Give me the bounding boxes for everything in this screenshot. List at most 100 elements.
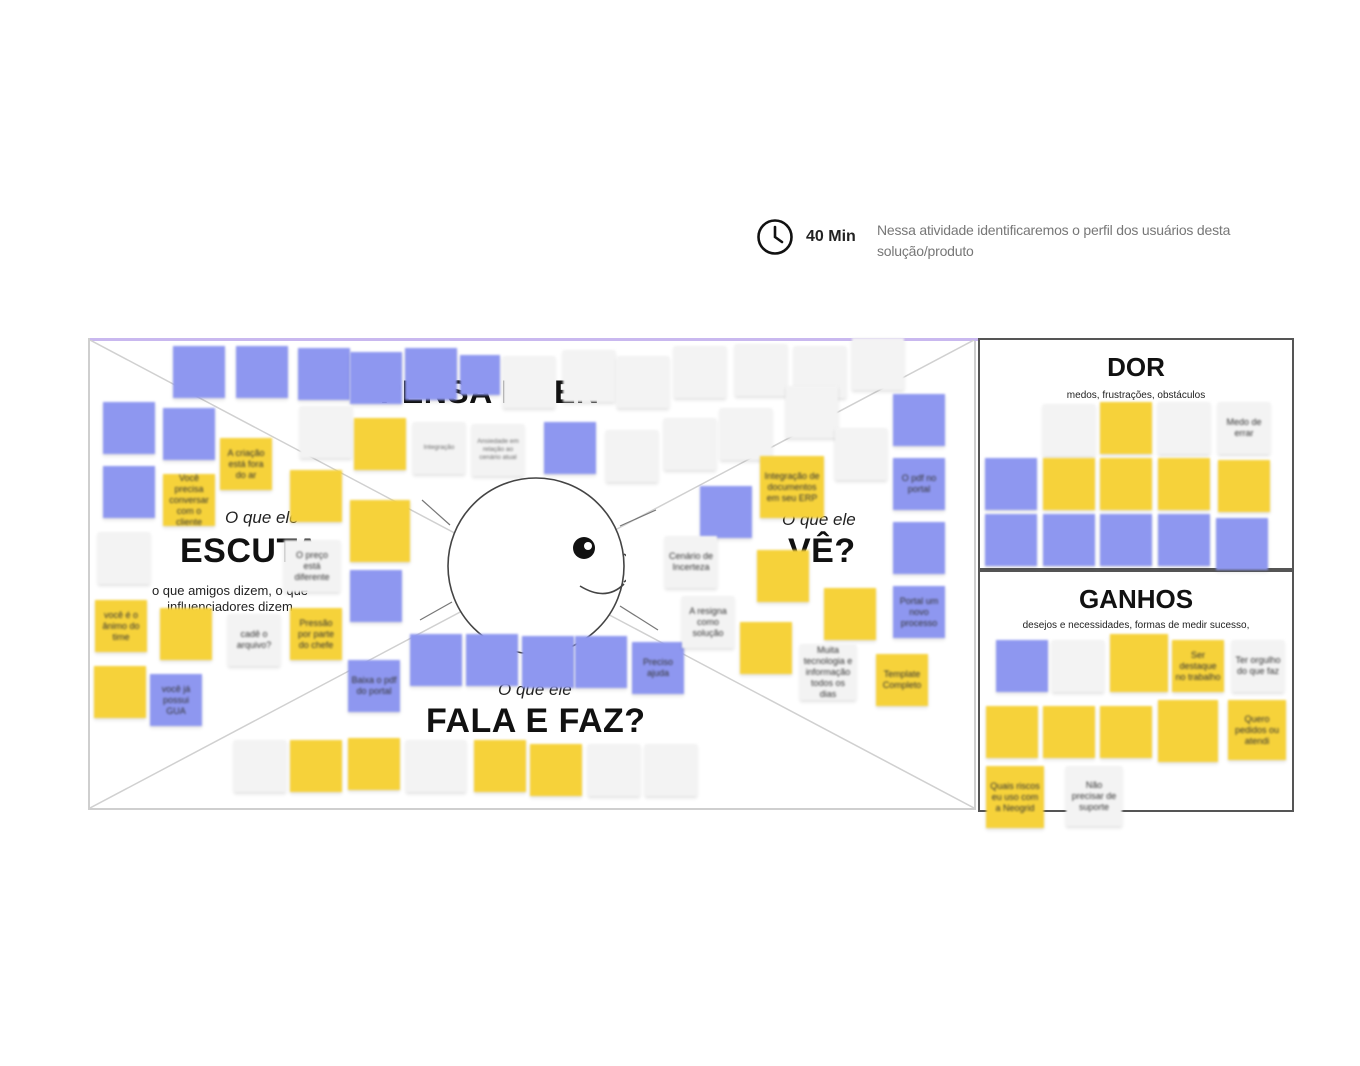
sticky-note[interactable] bbox=[893, 522, 945, 574]
sticky-note[interactable] bbox=[406, 740, 466, 792]
sticky-note[interactable] bbox=[163, 408, 215, 460]
sticky-note[interactable]: Preciso ajuda bbox=[632, 642, 684, 694]
sticky-note[interactable]: A resigna como solução bbox=[682, 596, 734, 648]
sticky-note[interactable] bbox=[530, 744, 582, 796]
sticky-note[interactable] bbox=[575, 636, 627, 688]
sticky-note[interactable] bbox=[1158, 700, 1218, 762]
sticky-note[interactable] bbox=[985, 514, 1037, 566]
note-text: você é o ânimo do time bbox=[102, 609, 140, 642]
sticky-note[interactable] bbox=[986, 706, 1038, 758]
sticky-note[interactable] bbox=[410, 634, 462, 686]
sticky-note[interactable]: Você precisa conversar com o cliente bbox=[163, 474, 215, 526]
sticky-note[interactable] bbox=[348, 738, 400, 790]
sticky-note[interactable] bbox=[350, 500, 410, 562]
sticky-note[interactable]: Portal um novo processo bbox=[893, 586, 945, 638]
sticky-note[interactable] bbox=[236, 346, 288, 398]
sticky-note[interactable] bbox=[606, 430, 658, 482]
sticky-note[interactable] bbox=[300, 406, 352, 458]
sticky-note[interactable]: Não precisar de suporte bbox=[1066, 766, 1122, 826]
sticky-note[interactable]: Integração de documentos em seu ERP bbox=[760, 456, 824, 518]
sticky-note[interactable] bbox=[700, 486, 752, 538]
sticky-note[interactable] bbox=[173, 346, 225, 398]
sticky-note[interactable] bbox=[1158, 402, 1210, 454]
sticky-note[interactable]: Quais riscos eu uso com a Neogrid bbox=[986, 766, 1044, 828]
sticky-note[interactable] bbox=[160, 608, 212, 660]
sticky-note[interactable] bbox=[1043, 514, 1095, 566]
sticky-note[interactable] bbox=[757, 550, 809, 602]
sticky-note[interactable] bbox=[563, 350, 615, 402]
sticky-note[interactable] bbox=[544, 422, 596, 474]
sticky-note[interactable] bbox=[298, 348, 350, 400]
persona-face-icon bbox=[447, 477, 626, 655]
sticky-note[interactable] bbox=[466, 634, 518, 686]
sticky-note[interactable] bbox=[1043, 706, 1095, 758]
sticky-note[interactable] bbox=[1100, 458, 1152, 510]
sticky-note[interactable] bbox=[234, 740, 286, 792]
note-text: cadê o arquivo? bbox=[236, 629, 272, 650]
sticky-note[interactable] bbox=[94, 666, 146, 718]
sticky-note[interactable] bbox=[503, 356, 555, 408]
sticky-note[interactable] bbox=[740, 622, 792, 674]
sticky-note[interactable]: Medo de errar bbox=[1218, 402, 1270, 454]
note-text: Não precisar de suporte bbox=[1071, 779, 1117, 812]
sticky-note[interactable]: Cenário de Incerteza bbox=[665, 536, 717, 588]
sticky-note[interactable] bbox=[1110, 634, 1168, 692]
sticky-note[interactable]: você já possui GUA bbox=[150, 674, 202, 726]
sticky-note[interactable]: Baixa o pdf do portal bbox=[348, 660, 400, 712]
sticky-note[interactable] bbox=[996, 640, 1048, 692]
sticky-note[interactable]: cadê o arquivo? bbox=[228, 614, 280, 666]
sticky-note[interactable] bbox=[1218, 460, 1270, 512]
sticky-note[interactable] bbox=[1043, 404, 1095, 456]
sticky-note[interactable] bbox=[522, 636, 574, 688]
sticky-note[interactable] bbox=[1216, 518, 1268, 570]
sticky-note[interactable]: Ter orgulho do que faz bbox=[1232, 640, 1284, 692]
sticky-note[interactable] bbox=[852, 338, 904, 390]
sticky-note[interactable] bbox=[1100, 402, 1152, 454]
note-text: Ter orgulho do que faz bbox=[1235, 655, 1281, 676]
sticky-note[interactable]: Muita tecnologia e informação todos os d… bbox=[800, 644, 856, 700]
sticky-note[interactable] bbox=[98, 532, 150, 584]
sticky-note[interactable] bbox=[460, 355, 500, 395]
sticky-note[interactable] bbox=[824, 588, 876, 640]
sticky-note[interactable] bbox=[350, 570, 402, 622]
sticky-note[interactable] bbox=[893, 394, 945, 446]
sticky-note[interactable] bbox=[103, 466, 155, 518]
sticky-note[interactable] bbox=[354, 418, 406, 470]
sticky-note[interactable]: você é o ânimo do time bbox=[95, 600, 147, 652]
sticky-note[interactable] bbox=[835, 428, 887, 480]
sticky-note[interactable] bbox=[645, 744, 697, 796]
sticky-note[interactable] bbox=[985, 458, 1037, 510]
sticky-note[interactable] bbox=[664, 418, 716, 470]
note-text: Quais riscos eu uso com a Neogrid bbox=[990, 780, 1040, 813]
sticky-note[interactable] bbox=[720, 408, 772, 460]
sticky-note[interactable] bbox=[350, 352, 402, 404]
note-text: Integração bbox=[423, 444, 455, 451]
sticky-note[interactable] bbox=[735, 344, 787, 396]
sticky-note[interactable] bbox=[1052, 640, 1104, 692]
sticky-note[interactable] bbox=[786, 386, 838, 438]
sticky-note[interactable]: Ansiedade em relação ao cenário atual bbox=[472, 424, 524, 476]
sticky-note[interactable]: Ser destaque no trabalho bbox=[1172, 640, 1224, 692]
sticky-note[interactable]: Quero pedidos ou atendi bbox=[1228, 700, 1286, 760]
sticky-note[interactable] bbox=[1043, 458, 1095, 510]
sticky-note[interactable] bbox=[103, 402, 155, 454]
sticky-note[interactable] bbox=[290, 470, 342, 522]
sticky-note[interactable] bbox=[290, 740, 342, 792]
sticky-note[interactable] bbox=[1158, 458, 1210, 510]
sticky-note[interactable] bbox=[588, 744, 640, 796]
sticky-note[interactable] bbox=[474, 740, 526, 792]
sticky-note[interactable]: O preço está diferente bbox=[284, 540, 340, 592]
sticky-note[interactable]: Template Completo bbox=[876, 654, 928, 706]
sticky-note[interactable] bbox=[617, 356, 669, 408]
sticky-note[interactable]: Pressão por parte do chefe bbox=[290, 608, 342, 660]
dor-subtitle: medos, frustrações, obstáculos bbox=[1066, 390, 1206, 401]
sticky-note[interactable] bbox=[1100, 706, 1152, 758]
note-text: Portal um novo processo bbox=[899, 595, 939, 628]
sticky-note[interactable] bbox=[1100, 514, 1152, 566]
sticky-note[interactable]: O pdf no portal bbox=[893, 458, 945, 510]
sticky-note big-txt[interactable]: Integração bbox=[413, 422, 465, 474]
sticky-note[interactable] bbox=[405, 348, 457, 400]
sticky-note[interactable] bbox=[674, 346, 726, 398]
sticky-note[interactable] bbox=[1158, 514, 1210, 566]
sticky-note[interactable]: A criação está fora do ar bbox=[220, 438, 272, 490]
